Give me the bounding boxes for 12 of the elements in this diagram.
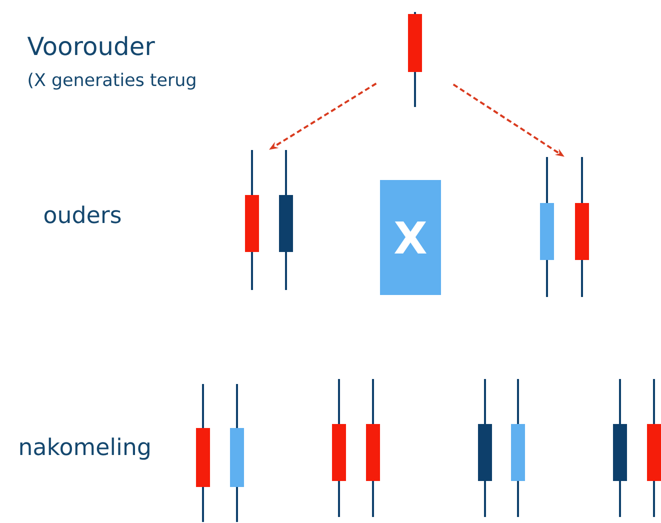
chromosome-drawing [332,378,380,517]
row-label: nakomeling [20,438,150,460]
row-label: ouders [44,206,121,224]
row-label: (X generaties terug [28,72,196,90]
chromosome-drawing [408,12,422,107]
chromosome-drawing [196,384,244,522]
row-label: Voorouder [27,36,155,56]
cross-box: X [380,180,441,295]
chromosome-drawing [613,378,661,517]
chromosome-drawing [245,150,293,290]
chromosome-drawing [478,378,525,517]
chromosome-drawing [540,156,589,297]
